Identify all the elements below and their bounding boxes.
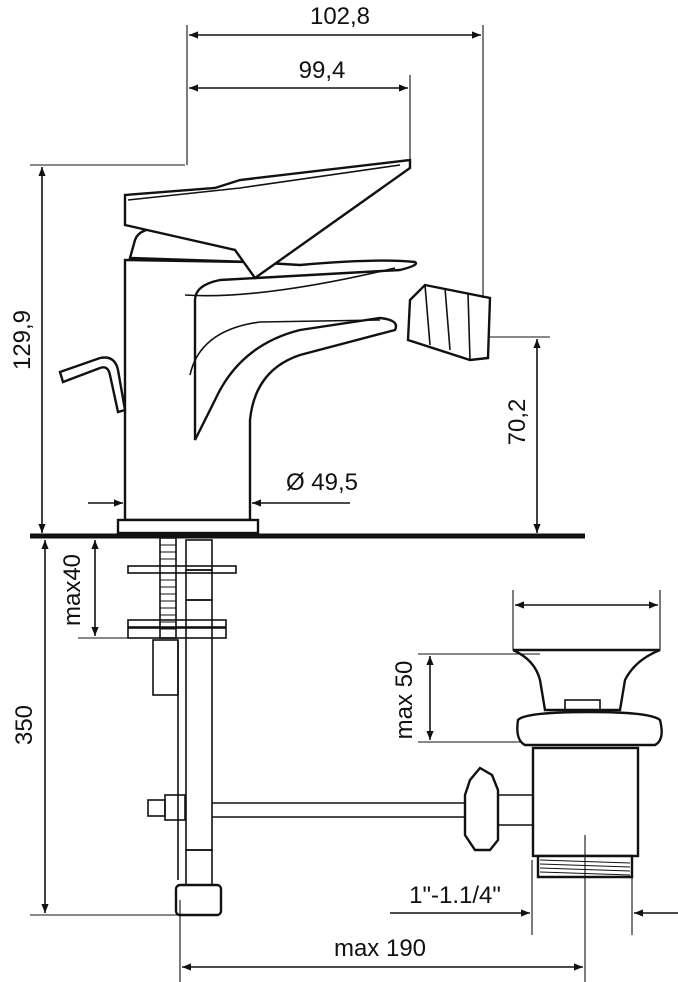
- dimension-lines: [30, 25, 678, 982]
- dim-hose-length: 350: [11, 705, 38, 745]
- waste-rod: [212, 766, 541, 852]
- dim-spout-height: 70,2: [504, 399, 531, 446]
- pop-up-lever: [58, 356, 127, 414]
- dim-total-height: 129,9: [9, 310, 36, 370]
- dim-max-waste-thickness: max 50: [391, 661, 418, 740]
- dim-total-length: 102,8: [310, 3, 370, 30]
- dim-waste-thread: 1"-1.1/4": [409, 882, 501, 909]
- dim-base-diameter: Ø 49,5: [286, 469, 358, 496]
- pop-up-waste: [512, 648, 663, 879]
- dim-max-waste-distance: max 190: [334, 935, 426, 962]
- dim-spout-reach: 99,4: [299, 57, 346, 84]
- fixing-assembly: [127, 537, 237, 917]
- bidet-swivel-nozzle: [406, 283, 492, 362]
- dim-max-deck-thickness: max40: [59, 554, 86, 626]
- faucet-body: [116, 158, 418, 535]
